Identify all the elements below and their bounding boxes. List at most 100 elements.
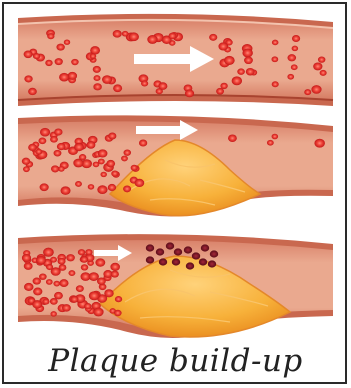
red-blood-cell: [54, 128, 62, 135]
red-blood-cell: [89, 291, 100, 300]
clot-cell: [166, 242, 174, 249]
red-blood-cell: [311, 85, 321, 94]
red-blood-cell: [43, 248, 54, 257]
clot-cell: [159, 258, 167, 265]
red-blood-cell: [292, 35, 300, 42]
red-blood-cell: [287, 74, 294, 80]
red-blood-cell: [81, 264, 88, 270]
red-blood-cell: [320, 70, 327, 76]
red-blood-cell: [51, 165, 59, 172]
red-blood-cell: [86, 141, 95, 149]
red-blood-cell: [45, 60, 52, 66]
red-blood-cell: [50, 136, 58, 143]
red-blood-cell: [54, 150, 62, 157]
red-blood-cell: [244, 57, 253, 65]
red-blood-cell: [216, 88, 224, 95]
red-blood-cell: [90, 53, 97, 59]
red-blood-cell: [291, 64, 298, 70]
red-blood-cell: [84, 303, 91, 309]
red-blood-cell: [209, 34, 217, 41]
red-blood-cell: [38, 137, 46, 144]
red-blood-cell: [74, 143, 84, 151]
red-blood-cell: [28, 144, 37, 151]
red-blood-cell: [272, 134, 279, 140]
clot-cell: [146, 256, 154, 263]
clot-cell: [156, 248, 164, 255]
red-blood-cell: [80, 256, 88, 263]
red-blood-cell: [93, 308, 103, 317]
red-blood-cell: [62, 304, 71, 312]
red-blood-cell: [95, 258, 105, 266]
red-blood-cell: [123, 185, 131, 192]
red-blood-cell: [24, 50, 33, 58]
red-blood-cell: [108, 133, 116, 140]
red-blood-cell: [33, 288, 42, 296]
red-blood-cell: [68, 72, 77, 80]
red-blood-cell: [114, 310, 122, 316]
red-blood-cell: [94, 75, 101, 81]
clot-cell: [172, 258, 180, 265]
red-blood-cell: [218, 42, 228, 50]
red-blood-cell: [55, 58, 63, 65]
red-blood-cell: [89, 272, 99, 281]
red-blood-cell: [39, 273, 47, 279]
red-blood-cell: [68, 270, 75, 276]
red-blood-cell: [97, 278, 106, 285]
red-blood-cell: [158, 82, 167, 90]
red-blood-cell: [292, 46, 299, 52]
red-blood-cell: [313, 62, 322, 70]
red-blood-cell: [93, 83, 101, 90]
red-blood-cell: [272, 40, 279, 46]
red-blood-cell: [100, 172, 106, 177]
red-blood-cell: [304, 89, 311, 95]
red-blood-cell: [139, 139, 147, 146]
red-blood-cell: [42, 299, 49, 305]
red-blood-cell: [185, 89, 194, 97]
red-blood-cell: [232, 76, 242, 85]
clot-cell: [208, 260, 216, 267]
red-blood-cell: [97, 185, 107, 194]
panel-partial-plaque-artery: [18, 115, 333, 216]
red-blood-cell: [23, 166, 30, 172]
red-blood-cell: [50, 298, 58, 305]
clot-cell: [146, 244, 154, 251]
red-blood-cell: [66, 254, 75, 261]
red-blood-cell: [90, 46, 100, 54]
red-blood-cell: [108, 184, 116, 191]
red-blood-cell: [59, 279, 68, 287]
red-blood-cell: [22, 158, 30, 165]
red-blood-cell: [102, 75, 112, 84]
clot-cell: [174, 248, 182, 255]
red-blood-cell: [246, 68, 255, 76]
red-blood-cell: [71, 59, 79, 65]
red-blood-cell: [24, 262, 33, 270]
red-blood-cell: [79, 154, 86, 160]
red-blood-cell: [35, 149, 42, 155]
red-blood-cell: [93, 66, 101, 73]
red-blood-cell: [267, 140, 274, 146]
panel-healthy-artery: [18, 14, 333, 106]
red-blood-cell: [36, 256, 46, 264]
red-blood-cell: [169, 33, 177, 40]
red-blood-cell: [28, 88, 37, 95]
red-blood-cell: [50, 257, 57, 263]
red-blood-cell: [224, 56, 235, 65]
red-blood-cell: [76, 285, 84, 292]
red-blood-cell: [121, 156, 128, 162]
red-blood-cell: [220, 83, 227, 89]
red-blood-cell: [111, 170, 118, 176]
red-blood-cell: [22, 254, 31, 262]
clot-cell: [201, 244, 209, 251]
red-blood-cell: [287, 54, 296, 61]
clot-cell: [192, 252, 200, 259]
red-blood-cell: [24, 75, 32, 82]
red-blood-cell: [141, 80, 148, 86]
red-blood-cell: [46, 279, 53, 285]
red-blood-cell: [47, 33, 54, 39]
red-blood-cell: [98, 149, 108, 157]
red-blood-cell: [135, 179, 145, 187]
red-blood-cell: [59, 73, 69, 82]
red-blood-cell: [98, 159, 105, 165]
red-blood-cell: [85, 249, 92, 255]
clot-cell: [210, 250, 218, 257]
